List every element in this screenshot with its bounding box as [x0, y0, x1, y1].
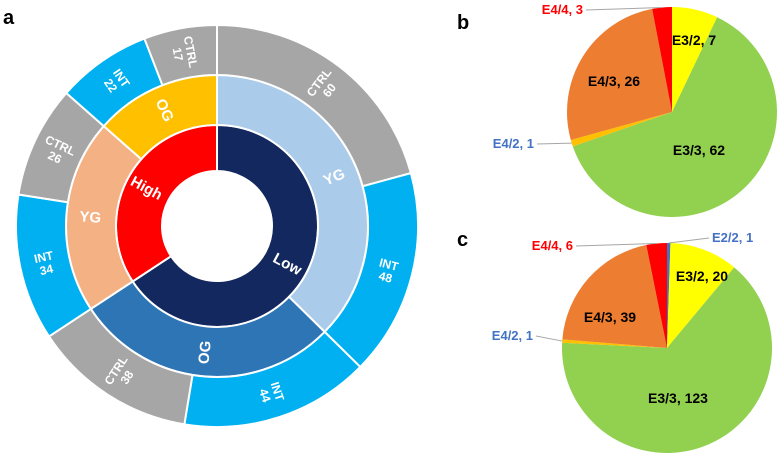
leader-line [668, 237, 710, 244]
leader-line [535, 335, 563, 342]
pie-slice-E4/3 [567, 8, 672, 140]
panel-label-a: a [3, 7, 15, 29]
pie-slice-E3/2 [667, 243, 735, 348]
pie-slice-E4/2 [562, 339, 667, 348]
sunburst-outer-segment-CTRL [143, 24, 218, 87]
pie-chart-c: E2/2, 1 E3/2, 20 E3/3, 123 E4/2, 1 E4/3, 39 E… [492, 230, 773, 453]
pie-slice-label: E4/3, 26 [588, 73, 640, 89]
pie-leader-label: E4/4, 6 [532, 238, 573, 253]
pie-chart-b: E3/2, 7 E3/3, 62 E4/2, 1 E4/3, 26 E4/4, 3 [493, 2, 777, 217]
pie-slice-E3/2 [672, 7, 718, 112]
pie-slice-E4/4 [652, 7, 672, 112]
pie-slice-E2/2 [667, 243, 671, 348]
leader-line [536, 142, 572, 145]
pie-slice-E3/3 [562, 267, 773, 453]
panel-label-b: b [457, 12, 470, 34]
sunburst-outer-label: CTRL17 [168, 35, 200, 71]
pie-slice-label: E3/3, 62 [673, 142, 725, 158]
pie-slice-E4/3 [562, 245, 667, 348]
pie-leader-label: E2/2, 1 [712, 230, 753, 245]
pie-slice-E4/4 [646, 243, 667, 348]
sunburst-outer-label: INT34 [33, 248, 58, 279]
pie-leader-label: E4/2, 1 [492, 328, 533, 343]
pie-slice-label: E3/2, 20 [676, 268, 728, 284]
panel-label-c: c [457, 229, 469, 251]
pie-slice-E4/2 [570, 112, 672, 147]
pie-slice-E3/3 [572, 17, 777, 217]
pie-slice-label: E3/3, 123 [648, 390, 708, 406]
sunburst-outer-label: INT48 [374, 255, 400, 286]
leader-line [585, 6, 663, 11]
pie-leader-label: E4/2, 1 [493, 136, 534, 151]
sunburst-middle-label: OG [195, 340, 214, 365]
pie-slice-label: E3/2, 7 [672, 32, 717, 48]
sunburst-middle-label: YG [79, 208, 102, 226]
pie-slice-label: E4/3, 39 [584, 309, 636, 325]
sunburst-outer-label: INT44 [255, 380, 287, 407]
leader-line [575, 243, 657, 247]
pie-leader-label: E4/4, 3 [542, 2, 583, 17]
